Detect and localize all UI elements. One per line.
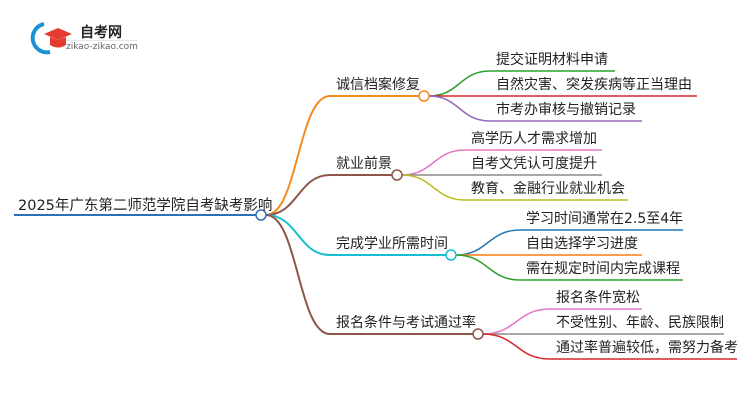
branch-node: 报名条件与考试通过率 bbox=[336, 315, 476, 331]
leaf-node: 学习时间通常在2.5至4年 bbox=[526, 211, 684, 227]
logo-graduation-cap-icon bbox=[30, 22, 72, 55]
leaf-node: 自然灾害、突发疾病等正当理由 bbox=[496, 77, 692, 93]
leaf-connector bbox=[455, 254, 521, 281]
leaf-node: 自考文凭认可度提升 bbox=[471, 156, 597, 172]
leaf-connector bbox=[482, 308, 551, 335]
leaf-connector bbox=[428, 95, 491, 122]
branch-connector bbox=[265, 95, 331, 216]
branch-node: 就业前景 bbox=[336, 156, 392, 172]
branch-node: 诚信档案修复 bbox=[336, 77, 420, 93]
leaf-connector bbox=[482, 333, 551, 360]
branch-connector bbox=[265, 174, 331, 216]
leaf-node: 教育、金融行业就业机会 bbox=[471, 181, 625, 197]
logo-subtitle: zikao-zikao.com bbox=[66, 40, 138, 52]
root-node: 2025年广东第二师范学院自考缺考影响 bbox=[18, 198, 273, 214]
leaf-node: 通过率普遍较低，需努力备考 bbox=[556, 340, 738, 356]
branch-collapse-toggle bbox=[445, 249, 457, 261]
branch-connector bbox=[265, 214, 331, 256]
leaf-node: 提交证明材料申请 bbox=[496, 52, 608, 68]
leaf-node: 报名条件宽松 bbox=[556, 290, 640, 306]
leaf-node: 高学历人才需求增加 bbox=[471, 131, 597, 147]
branch-collapse-toggle bbox=[418, 90, 430, 102]
leaf-node: 市考办审核与撤销记录 bbox=[496, 102, 636, 118]
branch-collapse-toggle bbox=[391, 169, 403, 181]
leaf-connector bbox=[401, 149, 466, 176]
branch-collapse-toggle bbox=[472, 328, 484, 340]
branch-node: 完成学业所需时间 bbox=[336, 236, 448, 252]
leaf-node: 不受性别、年龄、民族限制 bbox=[556, 315, 724, 331]
root-collapse-toggle bbox=[255, 209, 267, 221]
leaf-connector bbox=[428, 70, 491, 97]
leaf-node: 需在规定时间内完成课程 bbox=[526, 261, 680, 277]
leaf-connector bbox=[401, 174, 466, 201]
leaf-node: 自由选择学习进度 bbox=[526, 236, 638, 252]
logo-title: 自考网 bbox=[80, 25, 122, 41]
leaf-connector bbox=[455, 229, 521, 256]
branch-connector bbox=[265, 214, 331, 335]
